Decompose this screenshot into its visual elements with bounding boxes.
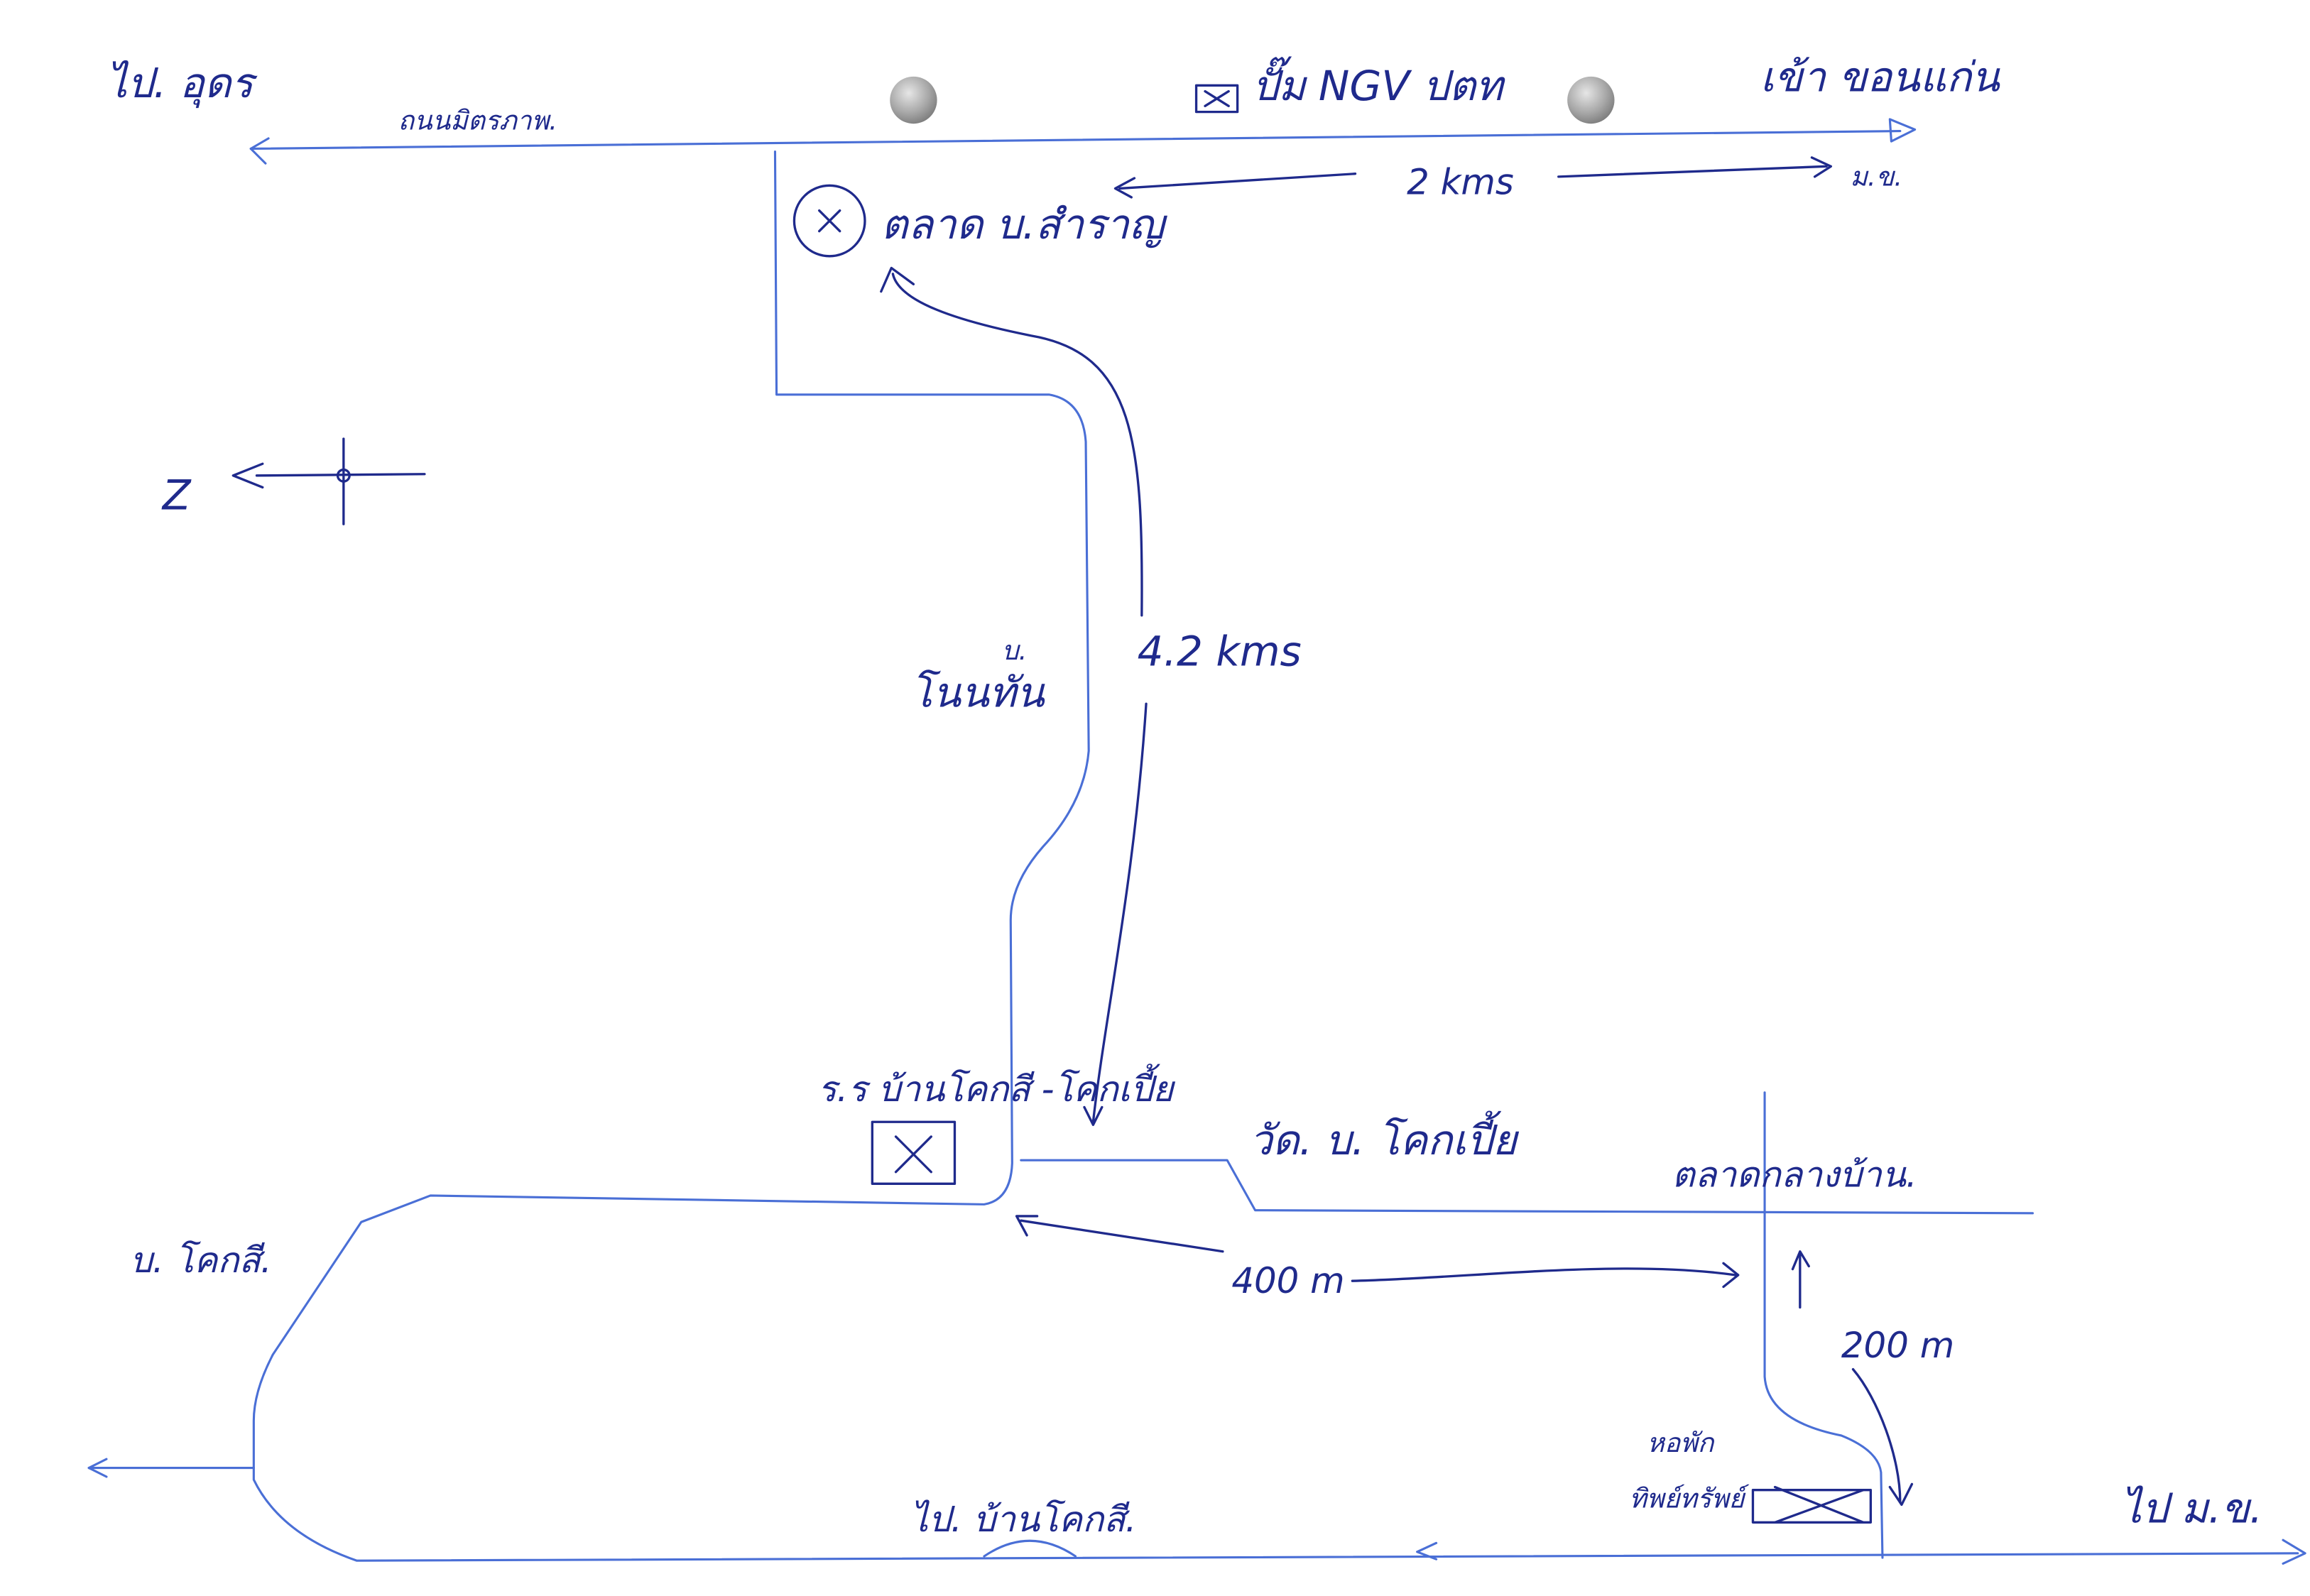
compass-north-arrowhead bbox=[231, 462, 264, 489]
compass-rose-icon bbox=[231, 437, 426, 525]
non-than-village-label: โนนทัน bbox=[910, 668, 1045, 716]
arrow-2kms-west-head bbox=[1113, 177, 1136, 199]
arrow-400m-east-head bbox=[1722, 1262, 1740, 1289]
arrow-200m-south bbox=[1851, 1367, 1902, 1503]
to-ban-khok-si-label: ไป. บ้านโคกสี. bbox=[910, 1499, 1136, 1540]
arrow-4-2kms-south bbox=[1091, 702, 1148, 1123]
mittraphap-road-line bbox=[249, 130, 1902, 151]
dormitory-marker-icon bbox=[1751, 1485, 1873, 1524]
bottom-road-bump bbox=[983, 1539, 1077, 1558]
distance-200m-label: 200 m bbox=[1841, 1325, 1954, 1366]
arrow-400m-west-head bbox=[1015, 1215, 1039, 1237]
distance-arrows bbox=[880, 156, 1914, 1507]
central-market-label: ตลาดกลางบ้าน. bbox=[1672, 1154, 1917, 1195]
compass-north-label: Z bbox=[161, 471, 192, 520]
temple-market-road bbox=[1020, 1159, 2034, 1215]
arrow-4-2kms-south-head bbox=[1083, 1105, 1104, 1127]
to-udon-label: ไป. อุดร bbox=[107, 59, 258, 109]
main-village-road bbox=[252, 151, 2299, 1562]
arrow-4-2kms-north-head bbox=[880, 266, 915, 293]
arrow-2kms-west bbox=[1118, 173, 1357, 190]
kku-direction-label: ม.ข. bbox=[1850, 160, 1902, 192]
arrow-400m-east bbox=[1351, 1267, 1737, 1282]
arrow-200m-south-head bbox=[1888, 1482, 1914, 1507]
punch-hole-right bbox=[1567, 76, 1615, 124]
arrow-2kms-east bbox=[1557, 165, 1828, 178]
compass-center-dot bbox=[336, 468, 351, 483]
mittraphap-road-label: ถนนมิตรภาพ. bbox=[398, 104, 557, 136]
distance-400m-label: 400 m bbox=[1231, 1260, 1344, 1301]
ngv-station-marker-icon bbox=[1194, 84, 1239, 114]
samran-market-label: ตลาด บ.สำราญ bbox=[881, 200, 1168, 248]
main-village-road-east-arrowhead bbox=[2282, 1538, 2306, 1565]
arrow-400m-west bbox=[1020, 1219, 1224, 1253]
west-exit-arrowhead bbox=[87, 1458, 108, 1478]
mittraphap-road-east-arrowhead bbox=[1888, 118, 1917, 143]
roads bbox=[87, 118, 2306, 1565]
khok-si-village-label: บ. โคกสี. bbox=[130, 1240, 272, 1281]
to-kku-label: ไป ม.ข. bbox=[2121, 1484, 2262, 1532]
mittraphap-road-west-arrowhead bbox=[249, 137, 270, 165]
dormitory-label-line1: หอพัก bbox=[1647, 1427, 1716, 1458]
punch-hole-left bbox=[890, 76, 937, 124]
temple-label: วัด. บ. โคกเปี้ย bbox=[1249, 1110, 1520, 1164]
to-khon-kaen-label: เข้า ขอนแก่น bbox=[1760, 53, 2000, 102]
arrow-4-2kms-north bbox=[891, 273, 1143, 617]
distance-4-2kms-label: 4.2 kms bbox=[1138, 627, 1302, 675]
samran-market-marker-icon bbox=[792, 184, 866, 258]
bottom-road-direction-arrowhead bbox=[1416, 1541, 1438, 1561]
non-than-prefix-label: บ. bbox=[1002, 635, 1028, 666]
distance-2kms-label: 2 kms bbox=[1407, 162, 1514, 203]
dormitory-label-line2: ทิพย์ทรัพย์ bbox=[1629, 1483, 1749, 1514]
school-marker-icon bbox=[871, 1120, 957, 1185]
market-cross-road bbox=[1763, 1091, 1884, 1559]
school-label: ร.ร บ้านโคกสี -โคกเปี้ย bbox=[818, 1064, 1176, 1110]
compass-horizontal-line bbox=[255, 473, 426, 477]
arrow-200m-north-head bbox=[1791, 1250, 1810, 1271]
arrow-2kms-east-head bbox=[1810, 156, 1833, 178]
ngv-station-label: ปั๊ม NGV ปตท bbox=[1252, 56, 1505, 110]
